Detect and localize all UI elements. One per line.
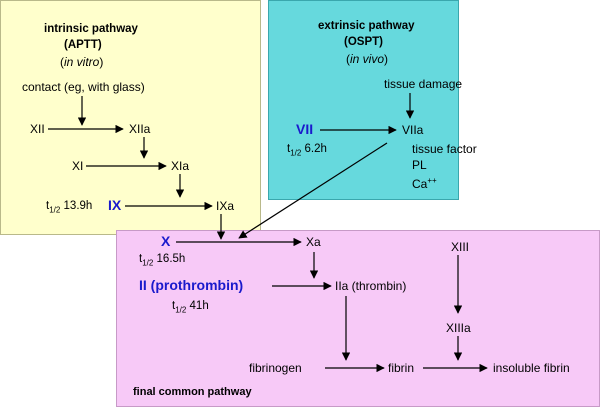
extrinsic-trigger: tissue damage [384, 77, 463, 91]
ii-half-life: t1/2 41h [172, 299, 209, 317]
intrinsic-title: intrinsic pathway [44, 23, 138, 35]
fibrin: fibrin [388, 361, 415, 375]
calcium-symbol: Ca [412, 177, 428, 191]
factor-viia: VIIa [402, 123, 424, 137]
intrinsic-test-name: (APTT) [64, 39, 102, 51]
half-life-t: t [139, 253, 143, 265]
factor-xa: Xa [306, 235, 321, 249]
extrinsic-setting: (in vivo) [346, 52, 389, 66]
x-half-life-value: 16.5h [156, 253, 186, 265]
factor-iia-thrombin: IIa (thrombin) [335, 279, 407, 293]
factor-xii: XII [30, 122, 45, 136]
tissue-factor: tissue factor [412, 142, 477, 156]
factor-ix: IX [108, 197, 122, 213]
extrinsic-pathway-region [268, 0, 459, 200]
half-life-sub: 1/2 [142, 258, 154, 268]
half-life-t: t [46, 200, 50, 212]
factor-ixa: IXa [216, 199, 235, 213]
factor-xiiia: XIIIa [446, 321, 471, 335]
insoluble-fibrin: insoluble fibrin [493, 361, 570, 375]
calcium-charge: ++ [427, 176, 437, 185]
ii-half-life-value: 41h [189, 300, 209, 312]
intrinsic-trigger: contact (eg, with glass) [22, 80, 145, 94]
extrinsic-test-name: (OSPT) [344, 36, 383, 48]
common-pathway-label: final common pathway [133, 386, 252, 398]
factor-xiia: XIIa [129, 122, 151, 136]
ix-half-life: t1/2 13.9h [46, 199, 92, 217]
factor-xia: XIa [171, 159, 190, 173]
ix-half-life-value: 13.9h [63, 200, 93, 212]
x-half-life: t1/2 16.5h [139, 252, 185, 270]
intrinsic-setting: (in vitro) [60, 55, 104, 69]
half-life-sub: 1/2 [49, 205, 61, 215]
phospholipid: PL [412, 158, 427, 172]
factor-x: X [161, 233, 171, 249]
vii-half-life: t1/2 6.2h [287, 142, 327, 160]
arrow-viia-to-x [238, 142, 388, 239]
calcium: Ca++ [412, 174, 437, 191]
half-life-t: t [172, 300, 176, 312]
extrinsic-title: extrinsic pathway [318, 20, 415, 32]
intrinsic-setting-text: in vitro [64, 55, 100, 69]
factor-xiii: XIII [451, 240, 470, 254]
factor-vii: VII [296, 121, 314, 137]
factor-xi: XI [72, 159, 84, 173]
extrinsic-setting-text: in vivo [350, 52, 385, 66]
fibrinogen: fibrinogen [249, 361, 302, 375]
intrinsic-pathway-region [0, 0, 261, 235]
vii-half-life-value: 6.2h [304, 143, 327, 155]
half-life-sub: 1/2 [175, 305, 187, 315]
half-life-sub: 1/2 [290, 148, 302, 158]
factor-ii-prothrombin: II (prothrombin) [139, 277, 244, 293]
half-life-t: t [287, 143, 291, 155]
